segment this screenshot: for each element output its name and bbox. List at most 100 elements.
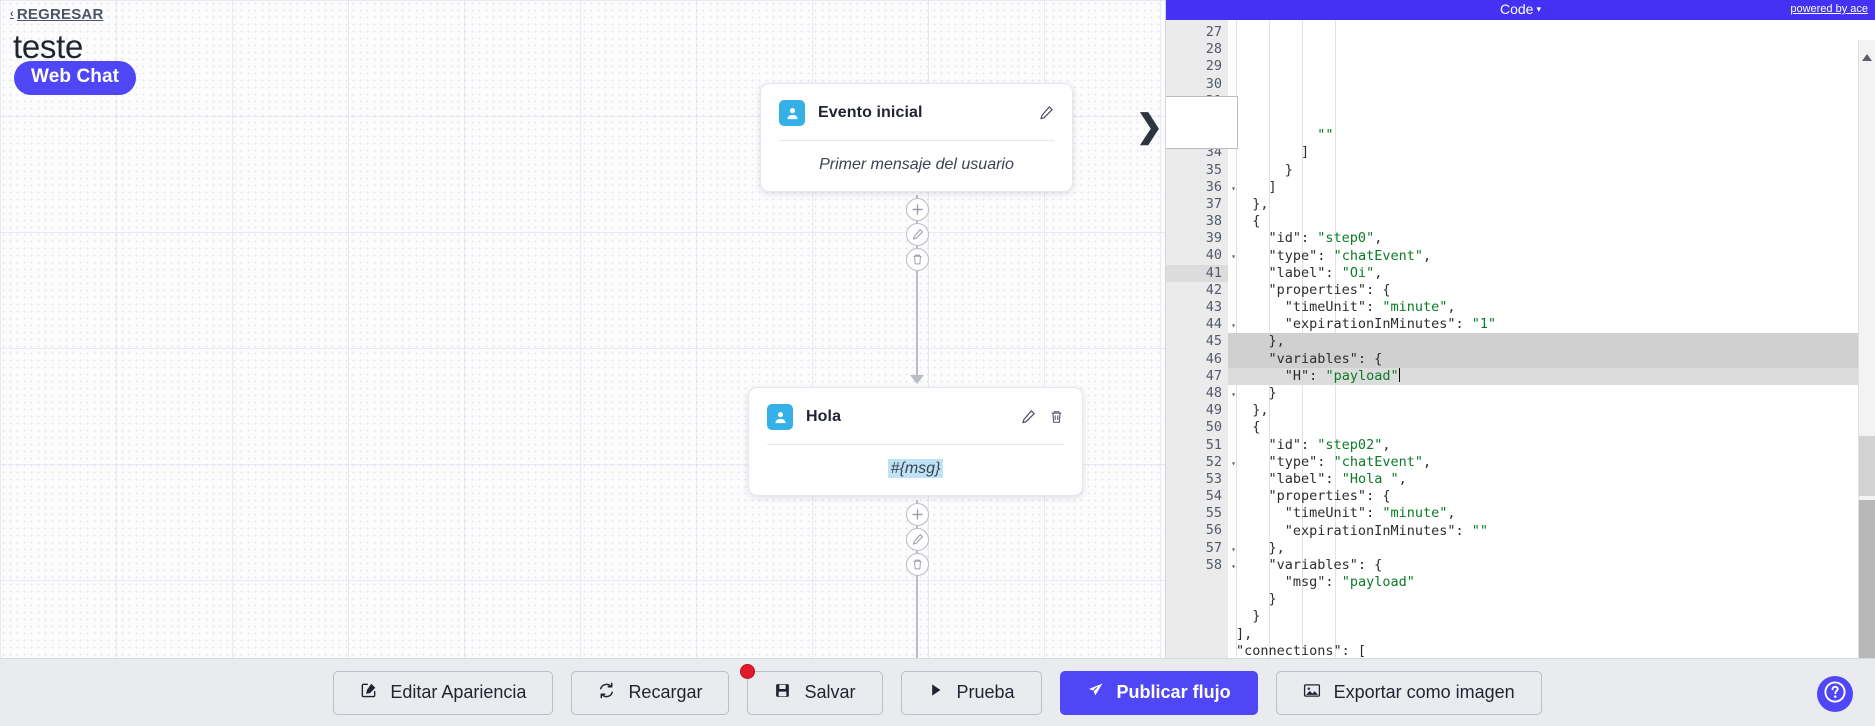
- gutter-line-number[interactable]: 51: [1205, 436, 1222, 453]
- fold-toggle-icon[interactable]: ▾: [1231, 544, 1236, 554]
- code-line[interactable]: "id": "step0",: [1268, 230, 1383, 247]
- code-line[interactable]: "variables": {: [1228, 350, 1875, 368]
- gutter-line-number[interactable]: 38: [1205, 213, 1222, 230]
- gutter-line-number[interactable]: 53: [1205, 470, 1222, 487]
- pencil-icon[interactable]: [1038, 105, 1054, 121]
- code-line[interactable]: },: [1228, 333, 1875, 351]
- fold-toggle-icon[interactable]: ▾: [1231, 561, 1236, 571]
- code-line[interactable]: },: [1236, 195, 1269, 212]
- code-line[interactable]: "type": "chatEvent",: [1268, 453, 1432, 470]
- code-panel-title[interactable]: Code▾: [1500, 1, 1541, 17]
- delete-connector-trash-icon[interactable]: [906, 553, 929, 576]
- gutter-line-number[interactable]: 55: [1205, 505, 1222, 522]
- powered-by-ace-link[interactable]: powered by ace: [1790, 3, 1868, 15]
- code-line[interactable]: }: [1236, 608, 1261, 625]
- gutter-line-number[interactable]: 30: [1205, 75, 1222, 92]
- edit-appearance-button[interactable]: Editar Apariencia: [333, 670, 554, 715]
- gutter-line-number[interactable]: 39: [1205, 230, 1222, 247]
- gutter-line-number[interactable]: 41: [1166, 264, 1228, 282]
- gutter-line-number[interactable]: 54: [1205, 488, 1222, 505]
- node-divider: [779, 140, 1054, 141]
- trash-icon[interactable]: [1049, 409, 1064, 425]
- code-line[interactable]: {: [1236, 419, 1261, 436]
- code-line[interactable]: "connections": [: [1236, 642, 1367, 658]
- back-link[interactable]: ‹ REGRESAR: [10, 6, 104, 23]
- gutter-line-number[interactable]: 48▾: [1166, 385, 1236, 402]
- publish-flow-button[interactable]: Publicar flujo: [1059, 670, 1258, 715]
- pencil-icon[interactable]: [1020, 409, 1036, 425]
- editor-code-area[interactable]: "" ] } ] }, { "id": "step0", "type": "ch…: [1228, 20, 1875, 658]
- export-image-button[interactable]: Exportar como imagen: [1275, 670, 1542, 715]
- gutter-line-number[interactable]: 52▾: [1166, 454, 1236, 471]
- reload-button[interactable]: Recargar: [571, 670, 730, 715]
- code-line[interactable]: "expirationInMinutes": "1": [1284, 316, 1497, 333]
- edit-connector-pencil-icon[interactable]: [906, 528, 929, 551]
- gutter-line-number[interactable]: 45: [1205, 333, 1222, 350]
- gutter-line-number[interactable]: 46: [1205, 350, 1222, 367]
- code-line[interactable]: "timeUnit": "minute",: [1284, 505, 1456, 522]
- flow-node-hola[interactable]: Hola #{msg}: [748, 387, 1083, 496]
- code-line[interactable]: "properties": {: [1268, 281, 1391, 298]
- gutter-line-number[interactable]: 27: [1205, 24, 1222, 40]
- code-line[interactable]: ],: [1236, 625, 1253, 642]
- edit-connector-pencil-icon[interactable]: [906, 223, 929, 246]
- fold-toggle-icon[interactable]: ▾: [1231, 183, 1236, 193]
- fold-toggle-icon[interactable]: ▾: [1231, 252, 1236, 262]
- save-button[interactable]: Salvar: [747, 670, 883, 715]
- scrollbar-thumb[interactable]: [1859, 500, 1875, 658]
- code-line[interactable]: "label": "Oi",: [1268, 264, 1383, 281]
- fold-toggle-icon[interactable]: ▾: [1231, 389, 1236, 399]
- editor-scrollbar[interactable]: [1858, 40, 1875, 658]
- code-line[interactable]: "label": "Hola ",: [1268, 470, 1407, 487]
- gutter-line-number[interactable]: 35: [1205, 161, 1222, 178]
- code-line[interactable]: }: [1236, 385, 1277, 402]
- code-line[interactable]: }: [1236, 161, 1293, 178]
- delete-connector-trash-icon[interactable]: [906, 248, 929, 271]
- gutter-line-number[interactable]: 43: [1205, 299, 1222, 315]
- gutter-line-number[interactable]: 40▾: [1166, 247, 1236, 264]
- test-button[interactable]: Prueba: [900, 670, 1042, 715]
- code-line[interactable]: ]: [1236, 178, 1277, 195]
- code-line[interactable]: "": [1317, 127, 1334, 144]
- code-line[interactable]: "properties": {: [1268, 488, 1391, 505]
- gutter-line-number[interactable]: 36▾: [1166, 179, 1236, 196]
- flow-node-evento-inicial[interactable]: Evento inicial Primer mensaje del usuari…: [760, 83, 1073, 192]
- channel-badge: Web Chat: [14, 61, 137, 95]
- code-line[interactable]: "variables": {: [1268, 556, 1383, 573]
- gutter-line-number[interactable]: 49: [1205, 402, 1222, 419]
- code-line[interactable]: ]: [1236, 144, 1310, 161]
- fold-toggle-icon[interactable]: ▾: [1231, 321, 1236, 331]
- code-line[interactable]: "id": "step02",: [1268, 436, 1391, 453]
- gutter-line-number[interactable]: 58▾: [1166, 557, 1236, 574]
- flow-canvas[interactable]: ‹ REGRESAR teste Web Chat: [0, 0, 1165, 658]
- gutter-line-number[interactable]: 29: [1205, 58, 1222, 75]
- gutter-line-number[interactable]: 56: [1205, 522, 1222, 539]
- scroll-up-arrow-icon[interactable]: [1862, 54, 1872, 61]
- code-editor[interactable]: 272829303132▾33343536▾37383940▾41424344▾…: [1166, 20, 1875, 658]
- gutter-line-number[interactable]: 50: [1205, 419, 1222, 436]
- code-fold-popup[interactable]: [1166, 96, 1238, 149]
- gutter-line-number[interactable]: 47: [1205, 367, 1222, 384]
- code-line[interactable]: "type": "chatEvent",: [1268, 247, 1432, 264]
- gutter-line-number[interactable]: 28: [1205, 41, 1222, 58]
- code-line[interactable]: "H": "payload": [1228, 367, 1875, 386]
- code-line[interactable]: "msg": "payload": [1284, 574, 1415, 591]
- node-divider: [767, 444, 1064, 445]
- fold-chevron-icon[interactable]: ❯: [1136, 108, 1163, 144]
- gutter-line-number[interactable]: 57▾: [1166, 540, 1236, 557]
- code-line[interactable]: "expirationInMinutes": "": [1284, 522, 1488, 539]
- help-button[interactable]: [1817, 676, 1853, 712]
- add-step-icon[interactable]: [906, 503, 929, 526]
- code-line[interactable]: "timeUnit": "minute",: [1284, 299, 1456, 316]
- gutter-line-number[interactable]: 42: [1205, 281, 1222, 298]
- code-line[interactable]: },: [1236, 539, 1285, 556]
- gutter-line-number[interactable]: 37: [1205, 195, 1222, 212]
- toolbar-button-wrap: Recargar: [571, 670, 730, 715]
- fold-toggle-icon[interactable]: ▾: [1231, 458, 1236, 468]
- gutter-line-number[interactable]: 44▾: [1166, 316, 1236, 333]
- connector-arrow-1: [910, 375, 924, 384]
- add-step-icon[interactable]: [906, 198, 929, 221]
- code-line[interactable]: {: [1236, 213, 1261, 230]
- code-line[interactable]: }: [1236, 591, 1277, 608]
- code-line[interactable]: },: [1236, 402, 1269, 419]
